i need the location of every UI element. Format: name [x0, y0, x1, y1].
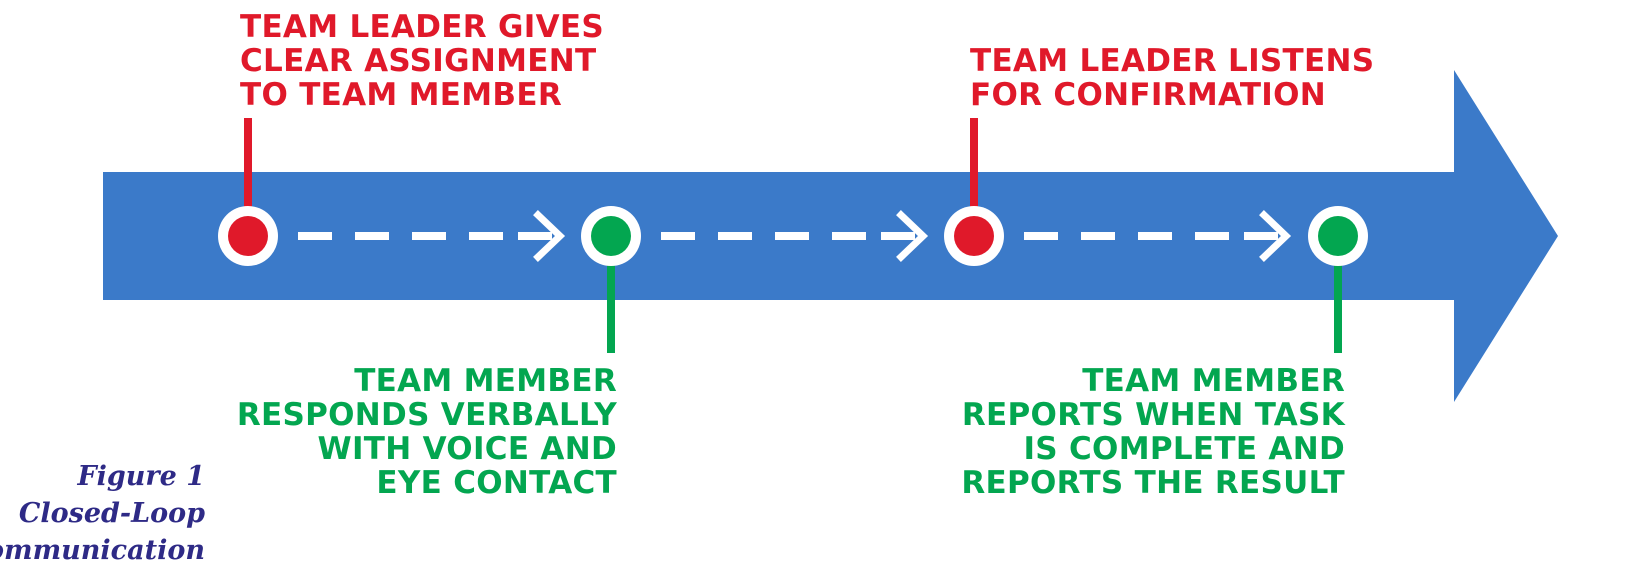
dash-segment [881, 232, 915, 240]
dash-segment [718, 232, 752, 240]
dash-segment [1244, 232, 1278, 240]
dash-segment [1195, 232, 1229, 240]
dash-segment [298, 232, 332, 240]
figure-caption: Figure 1 Closed-Loop Communication [0, 458, 205, 569]
connector-line [970, 118, 978, 236]
figure-title-line: Closed-Loop [18, 498, 205, 529]
dash-segment [832, 232, 866, 240]
label-line: FOR CONFIRMATION [970, 77, 1327, 113]
label-line: TEAM LEADER GIVES [240, 9, 605, 45]
label-line: TEAM MEMBER [354, 363, 617, 399]
member-node-dot [591, 216, 631, 256]
dash-segment [355, 232, 389, 240]
step-label-leader-gives-assignment: TEAM LEADER GIVES CLEAR ASSIGNMENT TO TE… [240, 10, 604, 112]
dash-segment [469, 232, 503, 240]
label-line: CLEAR ASSIGNMENT [240, 43, 597, 79]
leader-node-dot [228, 216, 268, 256]
timeline-arrow [103, 70, 1558, 402]
label-line: TO TEAM MEMBER [240, 77, 562, 113]
dash-segment [775, 232, 809, 240]
figure-title-line: Communication [0, 535, 205, 566]
label-line: REPORTS WHEN TASK [961, 397, 1345, 433]
label-line: EYE CONTACT [376, 465, 617, 501]
arrow-chevron-icon [533, 210, 566, 262]
member-node-dot [1318, 216, 1358, 256]
label-line: TEAM LEADER LISTENS [970, 43, 1375, 79]
label-line: RESPONDS VERBALLY [236, 397, 617, 433]
leader-node-dot [954, 216, 994, 256]
dash-segment [412, 232, 446, 240]
connector-line [1334, 236, 1342, 353]
step-label-leader-listens: TEAM LEADER LISTENS FOR CONFIRMATION [970, 44, 1374, 112]
label-line: WITH VOICE AND [317, 431, 617, 467]
dash-segment [1081, 232, 1115, 240]
arrow-chevron-icon [896, 210, 929, 262]
label-line: REPORTS THE RESULT [961, 465, 1345, 501]
dash-segment [661, 232, 695, 240]
dash-segment [1024, 232, 1058, 240]
connector-line [244, 118, 252, 236]
label-line: TEAM MEMBER [1082, 363, 1345, 399]
dash-segment [518, 232, 552, 240]
arrow-chevron-icon [1259, 210, 1292, 262]
step-label-member-reports: TEAM MEMBER REPORTS WHEN TASK IS COMPLET… [961, 364, 1345, 500]
step-label-member-responds: TEAM MEMBER RESPONDS VERBALLY WITH VOICE… [237, 364, 617, 500]
connector-line [607, 236, 615, 353]
label-line: IS COMPLETE AND [1023, 431, 1345, 467]
dash-segment [1138, 232, 1172, 240]
figure-number: Figure 1 [77, 461, 205, 492]
